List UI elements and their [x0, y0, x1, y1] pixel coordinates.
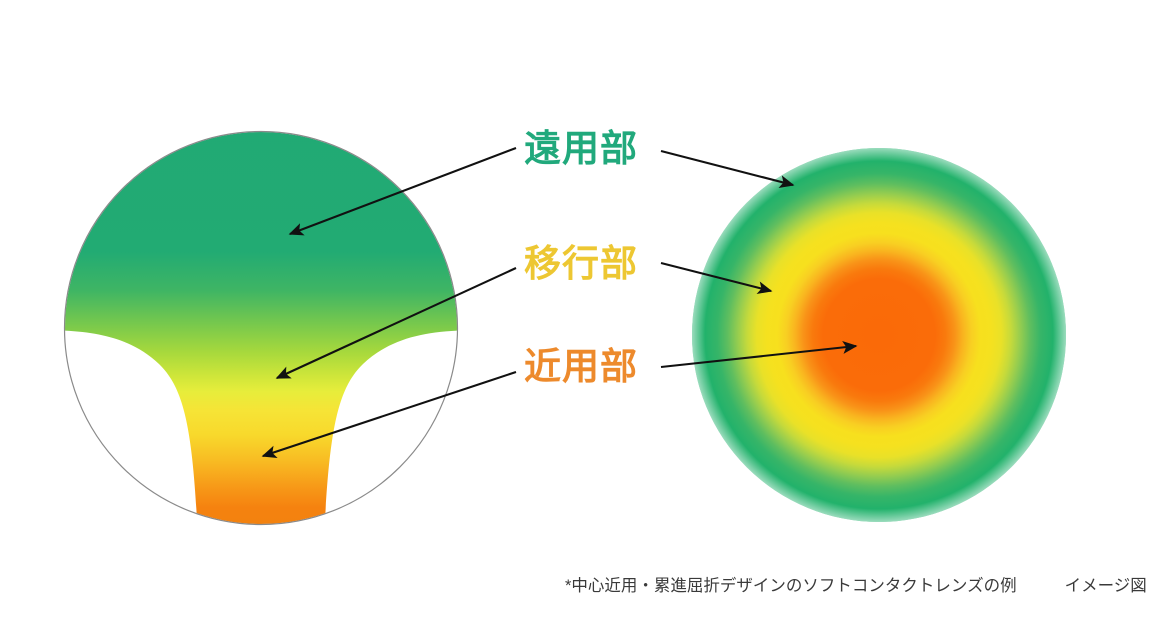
caption-row: *中心近用・累進屈折デザインのソフトコンタクトレンズの例 イメージ図: [565, 572, 1147, 596]
left-lens-zones: [65, 132, 457, 524]
annotation-arrows: [261, 147, 858, 458]
left-lens-diagram: [63, 130, 459, 526]
arrow-distance-left: [288, 147, 517, 236]
left-lens-outline: [63, 130, 459, 526]
arrow-transition-left: [275, 267, 517, 379]
arrow-transition-right: [660, 261, 773, 295]
left-lens-gradient-band: [65, 132, 457, 524]
caption-footnote: *中心近用・累進屈折デザインのソフトコンタクトレンズの例: [565, 577, 1017, 595]
caption-image-note: イメージ図: [1064, 577, 1147, 595]
label-transition-zone: 移行部: [524, 243, 638, 284]
arrow-distance-right: [660, 149, 795, 188]
arrow-near-left: [261, 371, 517, 458]
arrow-near-right: [660, 340, 858, 369]
label-distance-zone: 遠用部: [524, 128, 638, 169]
right-lens-diagram: [692, 148, 1066, 522]
right-lens-edge-fade: [692, 148, 1066, 522]
label-near-zone: 近用部: [524, 346, 638, 387]
